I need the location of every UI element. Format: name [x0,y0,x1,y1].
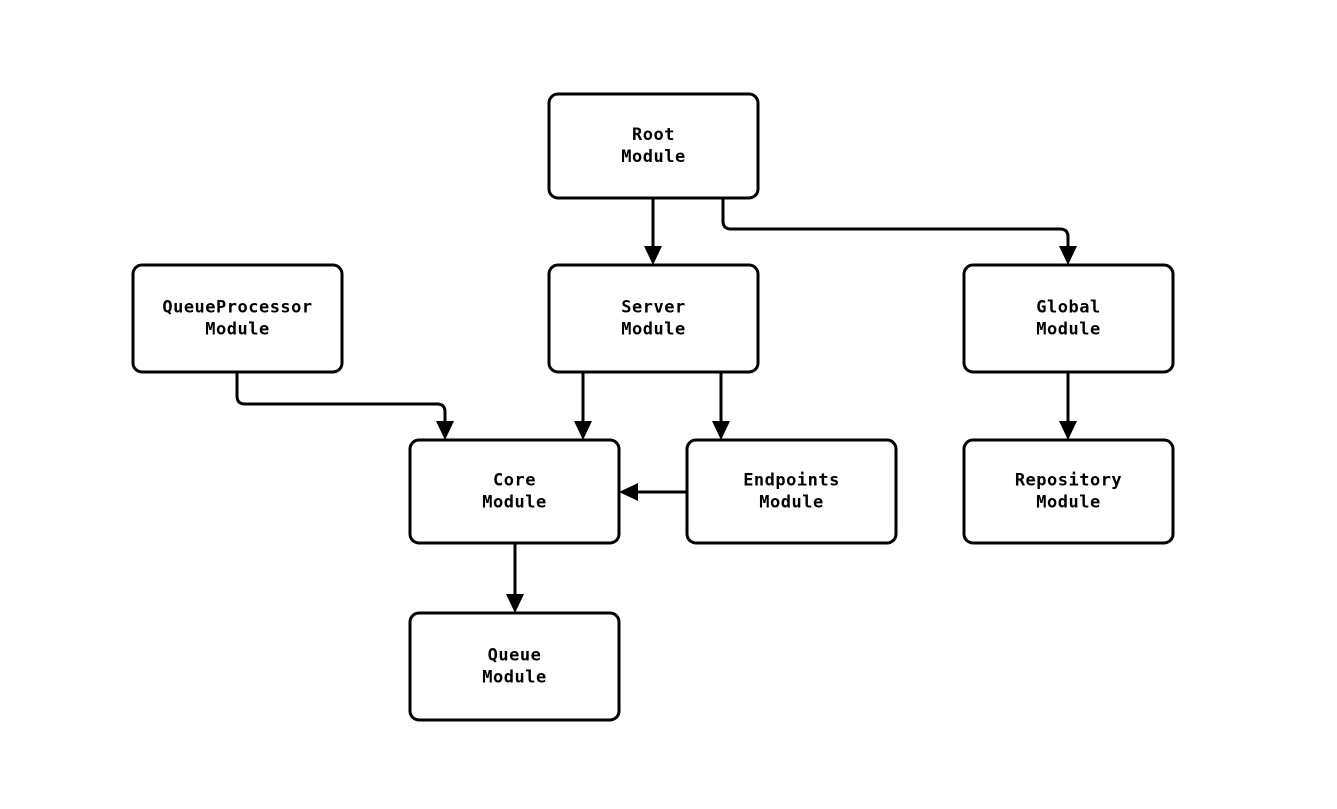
node-box[interactable] [408,438,621,545]
node-box[interactable] [131,263,344,374]
node-label-line1: QueueProcessor [162,298,312,318]
arrowhead-icon [1059,421,1077,440]
edge-endpoints-to-core [619,483,687,501]
node-label-line1: Global [1036,298,1100,318]
edge-core-to-queue [506,543,524,613]
node-label-line1: Endpoints [743,471,840,491]
node-box[interactable] [408,611,621,722]
node-label-line2: Module [759,493,823,513]
arrowhead-icon [619,483,638,501]
node-label-line1: Core [493,471,536,491]
arrowhead-icon [574,421,592,440]
edge-root-to-server [644,198,662,265]
node-label-line1: Server [621,298,685,318]
edge-line [235,372,447,428]
node-label-line1: Queue [488,646,542,666]
arrowhead-icon [712,421,730,440]
edge-server-to-endpoints [712,372,730,440]
node-box[interactable] [962,438,1175,545]
node-label-line2: Module [621,320,685,340]
edge-global-to-repository [1059,372,1077,440]
node-box[interactable] [547,92,760,200]
edge-root-to-global [721,198,1077,265]
node-label-line2: Module [205,320,269,340]
node-label-line2: Module [1036,320,1100,340]
node-label-line1: Repository [1015,471,1122,491]
edges-layer [235,198,1077,613]
edge-server-to-core [574,372,592,440]
node-box[interactable] [547,263,760,374]
arrowhead-icon [644,246,662,265]
node-label-line1: Root [632,125,675,145]
node-label-line2: Module [482,668,546,688]
node-box[interactable] [962,263,1175,374]
edge-line [721,198,1070,253]
node-box[interactable] [685,438,898,545]
arrowhead-icon [436,421,454,440]
nodes-layer: RootModuleQueueProcessorModuleServerModu… [131,92,1175,722]
arrowhead-icon [1059,246,1077,265]
arrowhead-icon [506,594,524,613]
node-label-line2: Module [482,493,546,513]
edge-queueprocessor-to-core [235,372,454,440]
node-label-line2: Module [1036,493,1100,513]
node-label-line2: Module [621,147,685,167]
